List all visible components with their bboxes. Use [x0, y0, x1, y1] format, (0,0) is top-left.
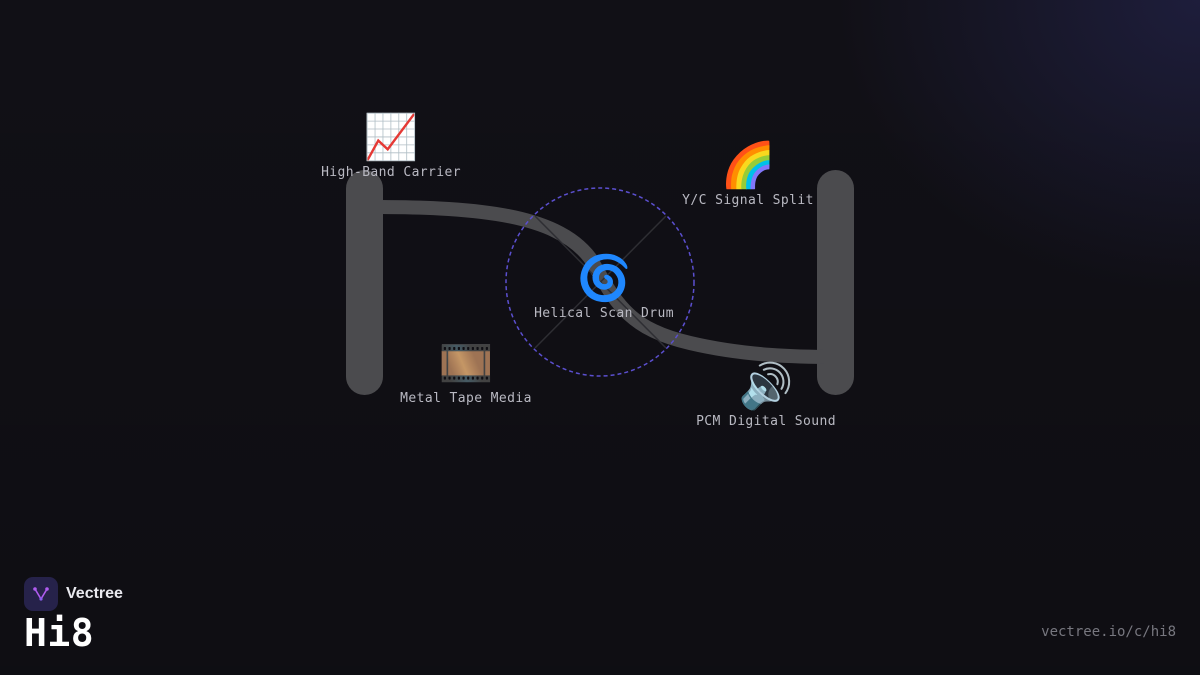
speaker-high-volume-icon: 🔊	[738, 361, 794, 412]
vectree-logo-icon	[24, 577, 58, 611]
film-frames-icon: 🎞️	[438, 338, 494, 389]
page-title: Hi8	[24, 611, 95, 655]
node-metal-tape-media: 🎞️ Metal Tape Media	[400, 338, 532, 407]
node-helical-scan-drum: 🌀 Helical Scan Drum	[534, 253, 674, 322]
node-label: Y/C Signal Split	[682, 193, 814, 208]
right-reel	[817, 170, 854, 395]
node-yc-signal-split: 🌈 Y/C Signal Split	[682, 140, 814, 209]
cyclone-icon: 🌀	[576, 253, 632, 304]
node-high-band-carrier: 📈 High-Band Carrier	[321, 112, 461, 181]
source-url[interactable]: vectree.io/c/hi8	[1041, 624, 1176, 640]
node-pcm-digital-sound: 🔊 PCM Digital Sound	[696, 361, 836, 430]
chart-increasing-icon: 📈	[363, 112, 419, 163]
drum-ring	[505, 187, 695, 377]
node-label: High-Band Carrier	[321, 165, 461, 180]
brand-name: Vectree	[66, 585, 123, 602]
node-label: PCM Digital Sound	[696, 414, 836, 429]
node-label: Metal Tape Media	[400, 391, 532, 406]
drum-axis-line	[534, 215, 667, 349]
tape-path	[364, 200, 836, 364]
node-label: Helical Scan Drum	[534, 306, 674, 321]
brand: Vectree	[24, 577, 123, 611]
rainbow-icon: 🌈	[720, 140, 776, 191]
left-reel	[346, 170, 383, 395]
